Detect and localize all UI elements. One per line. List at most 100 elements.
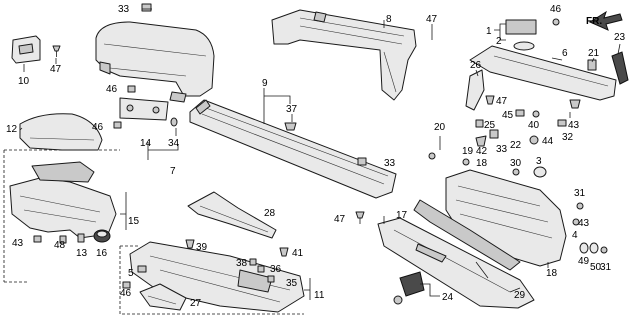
orientation-label: FR. — [586, 16, 602, 27]
clip-47a — [52, 45, 61, 57]
meter-hood — [95, 21, 215, 103]
callout-9: 9 — [262, 78, 268, 89]
callout-21: 21 — [588, 48, 600, 59]
callout-8: 8 — [386, 14, 392, 25]
callout-13: 13 — [76, 248, 88, 259]
callout-42: 42 — [476, 146, 488, 157]
callout-18b: 18 — [546, 268, 558, 279]
callout-5: 5 — [128, 268, 134, 279]
callout-46b: 46 — [106, 84, 118, 95]
callout-7: 7 — [170, 166, 176, 177]
callout-22: 22 — [510, 140, 522, 151]
callout-33c: 33 — [384, 158, 396, 169]
clip-49 — [579, 242, 589, 254]
part-8-bracket — [271, 9, 417, 101]
callout-16: 16 — [96, 248, 108, 259]
part-23-lever — [611, 51, 629, 85]
callout-34: 34 — [168, 138, 180, 149]
clip-22 — [489, 129, 499, 139]
clip-25 — [475, 119, 484, 128]
callout-25: 25 — [484, 120, 496, 131]
callout-43a: 43 — [568, 120, 580, 131]
callout-40: 40 — [528, 120, 540, 131]
callout-10: 10 — [18, 76, 30, 87]
callout-47d: 47 — [334, 214, 346, 225]
part-12-column-cover — [19, 113, 103, 151]
clip-41 — [279, 247, 289, 257]
clip-35 — [267, 275, 275, 283]
callout-3: 3 — [536, 156, 542, 167]
callout-1: 1 — [486, 26, 492, 37]
leader-lines — [3, 8, 621, 315]
front-arrow-icon — [588, 10, 623, 31]
callout-46a: 46 — [550, 4, 562, 15]
callout-2: 2 — [496, 36, 502, 47]
callout-15: 15 — [128, 216, 140, 227]
clip-33a — [141, 3, 152, 12]
clip-47c — [485, 95, 495, 105]
clip-42 — [475, 135, 487, 147]
callout-31b: 31 — [600, 262, 612, 273]
part-26-bracket — [465, 69, 485, 111]
screw-43c — [33, 235, 42, 243]
part-27-pocket — [139, 283, 187, 311]
part-16-knob — [93, 229, 111, 243]
clip-36 — [257, 265, 265, 273]
callout-11: 11 — [314, 290, 325, 301]
callout-47a: 47 — [50, 64, 62, 75]
clip-19 — [462, 158, 470, 166]
part-21-bolt — [587, 59, 597, 71]
clip-31b — [600, 246, 608, 254]
callout-47c: 47 — [496, 96, 508, 107]
callout-43c: 43 — [578, 218, 590, 229]
callout-48: 48 — [54, 240, 66, 251]
callout-19: 19 — [462, 146, 474, 157]
callout-43b: 43 — [12, 238, 24, 249]
callout-44: 44 — [542, 136, 554, 147]
callout-24: 24 — [442, 292, 454, 303]
callout-17: 17 — [396, 210, 408, 221]
part-14-mount-bracket — [119, 97, 169, 121]
callout-33a: 33 — [118, 4, 130, 15]
callout-32: 32 — [562, 132, 574, 143]
clip-50 — [589, 242, 599, 254]
callout-4: 4 — [572, 230, 578, 241]
clip-40 — [532, 110, 540, 118]
callout-20: 20 — [434, 122, 446, 133]
callout-30: 30 — [510, 158, 522, 169]
clip-39 — [185, 239, 195, 249]
clip-47d — [355, 211, 365, 224]
part-15-lower-cover — [9, 161, 117, 239]
callout-45: 45 — [502, 110, 514, 121]
callout-26: 26 — [470, 60, 482, 71]
clip-46b — [127, 85, 136, 93]
callout-50: 50 — [590, 262, 602, 273]
callout-6: 6 — [562, 48, 568, 59]
callout-29: 29 — [514, 290, 526, 301]
clip-20 — [428, 152, 436, 160]
clip-46c — [113, 121, 122, 129]
clip-38 — [249, 258, 257, 266]
clip-33b — [357, 157, 367, 166]
part-10-trim-panel — [11, 35, 41, 64]
clip-32 — [557, 119, 567, 127]
clip-4 — [572, 218, 580, 226]
clip-37 — [284, 122, 297, 131]
callout-27: 27 — [190, 298, 202, 309]
clip-34 — [170, 117, 178, 127]
callout-31a: 31 — [574, 188, 586, 199]
clip-45 — [515, 109, 525, 117]
callout-47b: 47 — [426, 14, 438, 25]
callout-33b: 33 — [496, 144, 508, 155]
callout-36: 36 — [270, 264, 282, 275]
callout-labels: FR. 33 10 47 8 47 1 2 46 6 21 23 9 46 37… — [6, 4, 626, 309]
callout-41: 41 — [292, 248, 304, 259]
clip-46d — [122, 281, 131, 289]
callout-49: 49 — [578, 256, 590, 267]
callout-28: 28 — [264, 208, 276, 219]
clip-48 — [59, 235, 67, 244]
callout-18: 18 — [476, 158, 488, 169]
part-6-side-rail — [469, 19, 617, 101]
